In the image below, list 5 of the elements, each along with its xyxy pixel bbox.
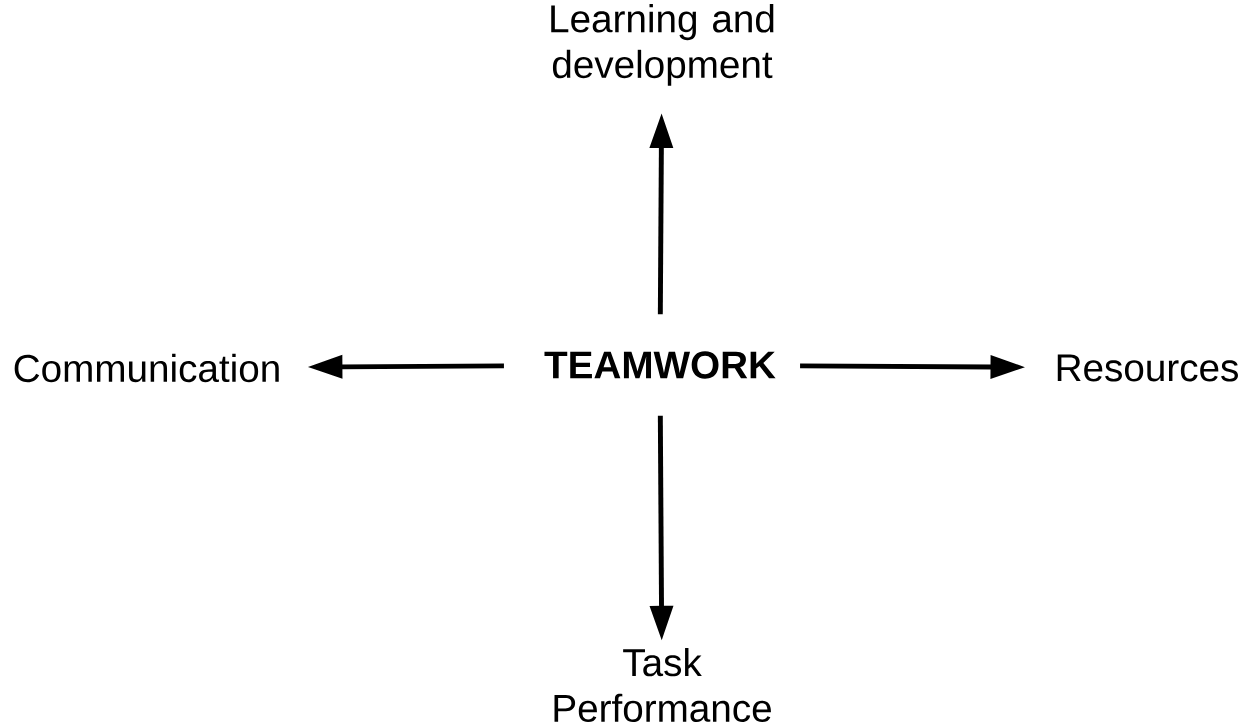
node-label: Resources [1057, 354, 1238, 382]
node-label: Task Performance [554, 647, 771, 723]
node-label: Communication [14, 353, 279, 383]
title-text: TEAMWORK [544, 351, 776, 379]
node-label: Learning and development [551, 4, 774, 86]
